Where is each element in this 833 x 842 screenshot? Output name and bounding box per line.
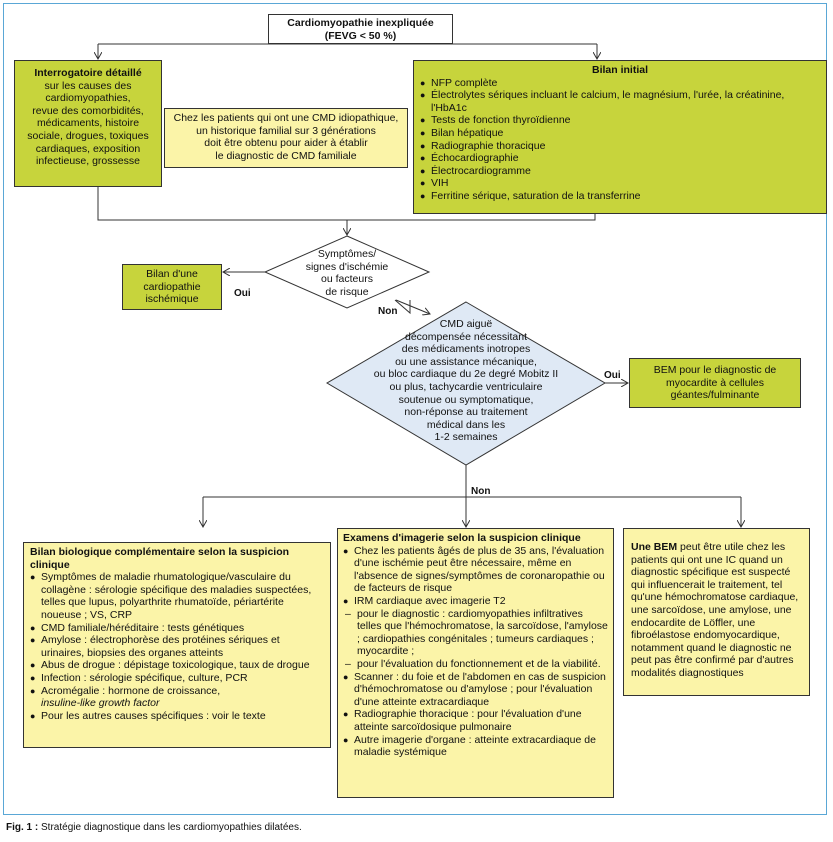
connector-d1-to-d2	[395, 298, 466, 302]
decision2-text: CMD aiguë décompensée nécessitant des mé…	[352, 318, 580, 444]
bilan-bio-heading: Bilan biologique complémentaire selon la…	[30, 546, 290, 571]
bem-myocardite-line: géantes/fulminante	[670, 389, 760, 402]
ischemique-box: Bilan d'une cardiopathie ischémique	[122, 264, 222, 310]
decision2-line: ou une assistance mécanique,	[395, 355, 537, 368]
decision2-line: ou bloc cardiaque du 2e degré Mobitz II	[373, 368, 559, 381]
interrogatoire-line: sociale, drogues, toxiques	[27, 129, 149, 142]
decision-diamond-2	[326, 301, 606, 466]
bilan-initial-list: NFP complète Électrolytes sériques inclu…	[420, 77, 820, 203]
interrogatoire-box: Interrogatoire détaillé sur les causes d…	[14, 60, 162, 187]
bilan-initial-item: Tests de fonction thyroïdienne	[420, 114, 820, 127]
bilan-bio-item: CMD familiale/héréditaire : tests généti…	[30, 622, 324, 635]
familial-note-box: Chez les patients qui ont une CMD idiopa…	[164, 108, 408, 168]
imagerie-list-2: Scanner : du foie et de l'abdomen en cas…	[343, 671, 608, 759]
imagerie-item: IRM cardiaque avec imagerie T2	[343, 595, 608, 608]
imagerie-list: Chez les patients âgés de plus de 35 ans…	[343, 545, 608, 608]
imagerie-heading: Examens d'imagerie selon la suspicion cl…	[343, 532, 581, 544]
bilan-bio-item: Symptômes de maladie rhumatologique/vasc…	[30, 571, 324, 621]
arrow-d1-non	[395, 299, 430, 314]
bilan-initial-item: Échocardiographie	[420, 152, 820, 165]
bem-note-bold: Une BEM	[631, 541, 678, 553]
familial-line: le diagnostic de CMD familiale	[215, 149, 357, 162]
decision2-line: CMD aiguë	[439, 318, 493, 330]
decision1-text: Symptômes/ signes d'ischémie ou facteurs…	[290, 248, 404, 298]
decision2-line: des médicaments inotropes	[401, 343, 531, 356]
interrogatoire-line: infectieuse, grossesse	[36, 155, 140, 168]
decision2-line: médical dans les	[426, 418, 506, 431]
caption-label: Fig. 1 :	[6, 822, 39, 833]
bilan-initial-item: VIH	[420, 177, 820, 190]
figure-frame	[3, 3, 827, 815]
bilan-initial-item: Radiographie thoracique	[420, 140, 820, 153]
imagerie-item: Radiographie thoracique : pour l'évaluat…	[343, 708, 608, 733]
bilan-bio-item: Pour les autres causes spécifiques : voi…	[30, 710, 324, 723]
bilan-initial-item: Bilan hépatique	[420, 127, 820, 140]
interrogatoire-line: cardiaques, exposition	[35, 142, 141, 155]
bilan-bio-item: Amylose : électrophorèse des protéines s…	[30, 634, 324, 659]
bem-myocardite-line: myocardite à cellules	[665, 376, 765, 389]
title-line1: Cardiomyopathie inexpliquée	[287, 17, 434, 29]
bilan-bio-item: Infection : sérologie spécifique, cultur…	[30, 672, 324, 685]
decision2-line: soutenue ou symptomatique,	[398, 393, 534, 406]
bilan-bio-item: Abus de drogue : dépistage toxicologique…	[30, 659, 324, 672]
decision1-line: signes d'ischémie	[305, 260, 389, 273]
decision2-no-label: Non	[471, 486, 491, 497]
title-line2: (FEVG < 50 %)	[324, 29, 397, 42]
interrogatoire-line: revue des comorbidités,	[32, 104, 144, 117]
imagerie-item: Autre imagerie d'organe : atteinte extra…	[343, 734, 608, 759]
bem-note-box: Une BEM peut être utile chez les patient…	[623, 528, 810, 696]
familial-line: doit être obtenu pour aider à établir	[204, 137, 368, 150]
imagerie-sublist: pour le diagnostic : cardiomyopathies in…	[343, 608, 608, 671]
ischemique-line: cardiopathie	[143, 280, 201, 293]
title-box: Cardiomyopathie inexpliquée (FEVG < 50 %…	[268, 14, 453, 44]
bem-myocardite-box: BEM pour le diagnostic de myocardite à c…	[629, 358, 801, 408]
bilan-initial-item: Électrolytes sériques incluant le calciu…	[420, 89, 820, 114]
bilan-initial-heading: Bilan initial	[591, 64, 648, 76]
figure-caption: Fig. 1 : Stratégie diagnostique dans les…	[6, 822, 302, 833]
bilan-initial-item: Électrocardiogramme	[420, 165, 820, 178]
familial-line: un historique familial sur 3 générations	[196, 124, 376, 137]
bilan-bio-item: Acromégalie : hormone de croissance,insu…	[30, 685, 324, 710]
decision2-line: 1-2 semaines	[434, 431, 498, 444]
interrogatoire-heading: Interrogatoire détaillé	[34, 67, 142, 79]
decision2-line: ou plus, tachycardie ventriculaire	[389, 380, 543, 393]
decision1-no-label: Non	[378, 306, 398, 317]
interrogatoire-line: médicaments, histoire	[36, 117, 140, 130]
imagerie-item: Chez les patients âgés de plus de 35 ans…	[343, 545, 608, 595]
decision2-yes-label: Oui	[604, 370, 621, 381]
decision2-line: décompensée nécessitant	[405, 330, 527, 343]
decision1-line: ou facteurs	[321, 273, 373, 286]
decision-diamond-1	[263, 235, 431, 309]
familial-line: Chez les patients qui ont une CMD idiopa…	[173, 112, 399, 124]
arrow-non-decision2	[394, 299, 411, 315]
bilan-bio-list: Symptômes de maladie rhumatologique/vasc…	[30, 571, 324, 722]
bilan-initial-box: Bilan initial NFP complète Électrolytes …	[413, 60, 827, 214]
imagerie-subitem: pour l'évaluation du fonctionnement et d…	[343, 658, 608, 671]
imagerie-box: Examens d'imagerie selon la suspicion cl…	[337, 528, 614, 798]
acromegalie-italic: insuline-like growth factor	[41, 697, 160, 710]
interrogatoire-line: cardiomyopathies,	[45, 92, 131, 105]
ischemique-line: ischémique	[145, 293, 199, 306]
caption-text: Stratégie diagnostique dans les cardiomy…	[38, 822, 302, 833]
decision2-line: non-réponse au traitement	[404, 406, 528, 419]
decision1-line: Symptômes/	[317, 248, 377, 260]
acromegalie-text: Acromégalie : hormone de croissance,	[41, 684, 221, 697]
interrogatoire-line: sur les causes des	[44, 79, 132, 92]
decision1-line: de risque	[325, 285, 369, 298]
imagerie-item: Scanner : du foie et de l'abdomen en cas…	[343, 671, 608, 709]
bilan-initial-item: Ferritine sérique, saturation de la tran…	[420, 190, 820, 203]
bem-note-text: peut être utile chez les patients qui on…	[631, 541, 799, 679]
bilan-bio-box: Bilan biologique complémentaire selon la…	[23, 542, 331, 748]
bem-myocardite-line: BEM pour le diagnostic de	[653, 364, 777, 376]
decision1-yes-label: Oui	[234, 288, 251, 299]
bilan-initial-item: NFP complète	[420, 77, 820, 90]
imagerie-subitem: pour le diagnostic : cardiomyopathies in…	[343, 608, 608, 658]
ischemique-line: Bilan d'une	[146, 268, 198, 280]
